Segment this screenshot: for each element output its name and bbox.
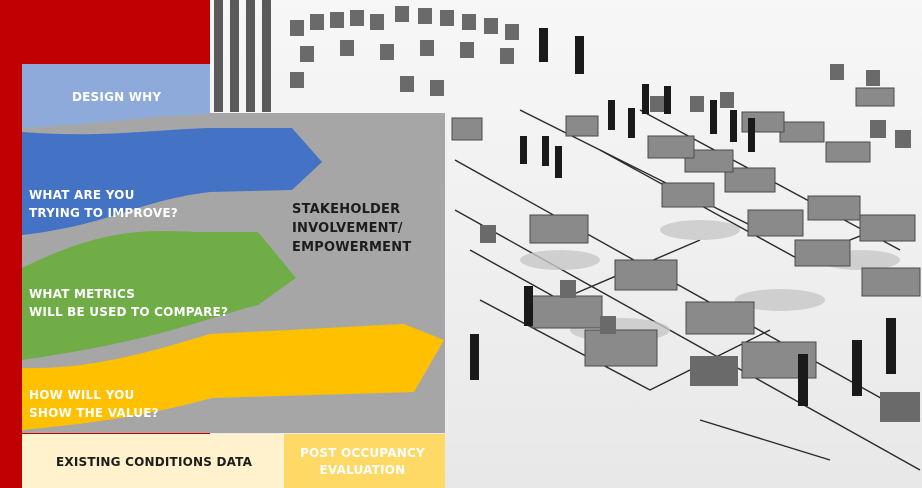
post-occupancy-box [284, 434, 445, 488]
design-why-diagram [0, 0, 445, 488]
green-arrow [22, 230, 296, 360]
metrics-label: WHAT METRICS WILL BE USED TO COMPARE? [29, 287, 229, 319]
value-label: HOW WILL YOU SHOW THE VALUE? [29, 388, 159, 420]
design-why-band [22, 64, 210, 128]
existing-conditions-label: EXISTING CONDITIONS DATA [56, 455, 253, 469]
existing-conditions-box [22, 434, 284, 488]
improve-label: WHAT ARE YOU TRYING TO IMPROVE? [29, 188, 178, 220]
stakeholder-label: STAKEHOLDER INVOLVEMENT/ EMPOWERMENT [292, 202, 412, 255]
design-why-label: DESIGN WHY [72, 90, 162, 104]
gold-arrow [22, 324, 444, 430]
post-occupancy-label: POST OCCUPANCY EVALUATION [300, 446, 425, 477]
blue-arrow [22, 128, 322, 235]
